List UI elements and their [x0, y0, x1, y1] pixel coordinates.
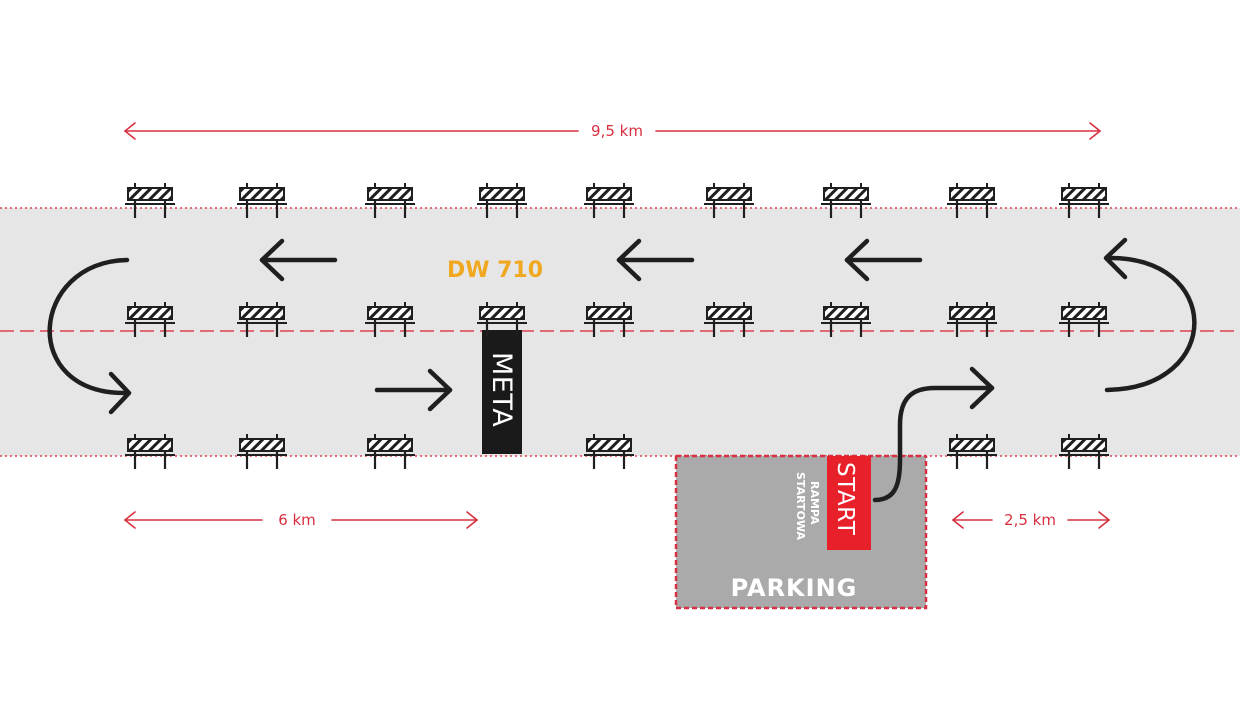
arrow-icon	[616, 238, 695, 282]
barrier-row-bottom	[123, 432, 1111, 471]
road-barrier-icon	[945, 432, 999, 471]
ramp-label-line1: RAMPA	[808, 481, 821, 525]
meta-box	[482, 330, 522, 454]
parking-label: PARKING	[731, 574, 858, 602]
meta-label: META	[486, 352, 517, 427]
start-box	[827, 456, 871, 550]
start-ramp: START RAMPA STARTOWA	[794, 456, 871, 550]
dimension-right-label: 2,5 km	[1004, 511, 1056, 529]
road-barrier-icon	[1057, 432, 1111, 471]
start-exit-arrow-icon	[872, 366, 995, 503]
ramp-label-line2: STARTOWA	[794, 472, 807, 541]
dimension-right	[951, 511, 1111, 529]
start-label: START	[832, 462, 858, 536]
arrow-icon	[259, 238, 338, 282]
parking-fill	[676, 456, 926, 608]
road-barrier-icon	[235, 432, 289, 471]
parking-border	[674, 456, 928, 610]
u-turn-arrow-icon	[47, 257, 132, 415]
road-barrier-icon	[363, 432, 417, 471]
dimension-left	[123, 511, 479, 529]
u-turn-arrow-icon	[1103, 237, 1197, 393]
road-name-label: DW 710	[447, 258, 543, 283]
parking-area: PARKING	[674, 454, 928, 610]
dimension-left-label: 6 km	[278, 511, 316, 529]
arrow-icon	[374, 368, 453, 412]
dimension-total	[123, 122, 1102, 140]
road-barrier-icon	[582, 432, 636, 471]
road-surface	[0, 208, 1240, 456]
finish-meta: META	[482, 330, 522, 454]
dimension-total-label: 9,5 km	[591, 122, 643, 140]
road-barrier-icon	[123, 432, 177, 471]
arrow-icon	[844, 238, 923, 282]
